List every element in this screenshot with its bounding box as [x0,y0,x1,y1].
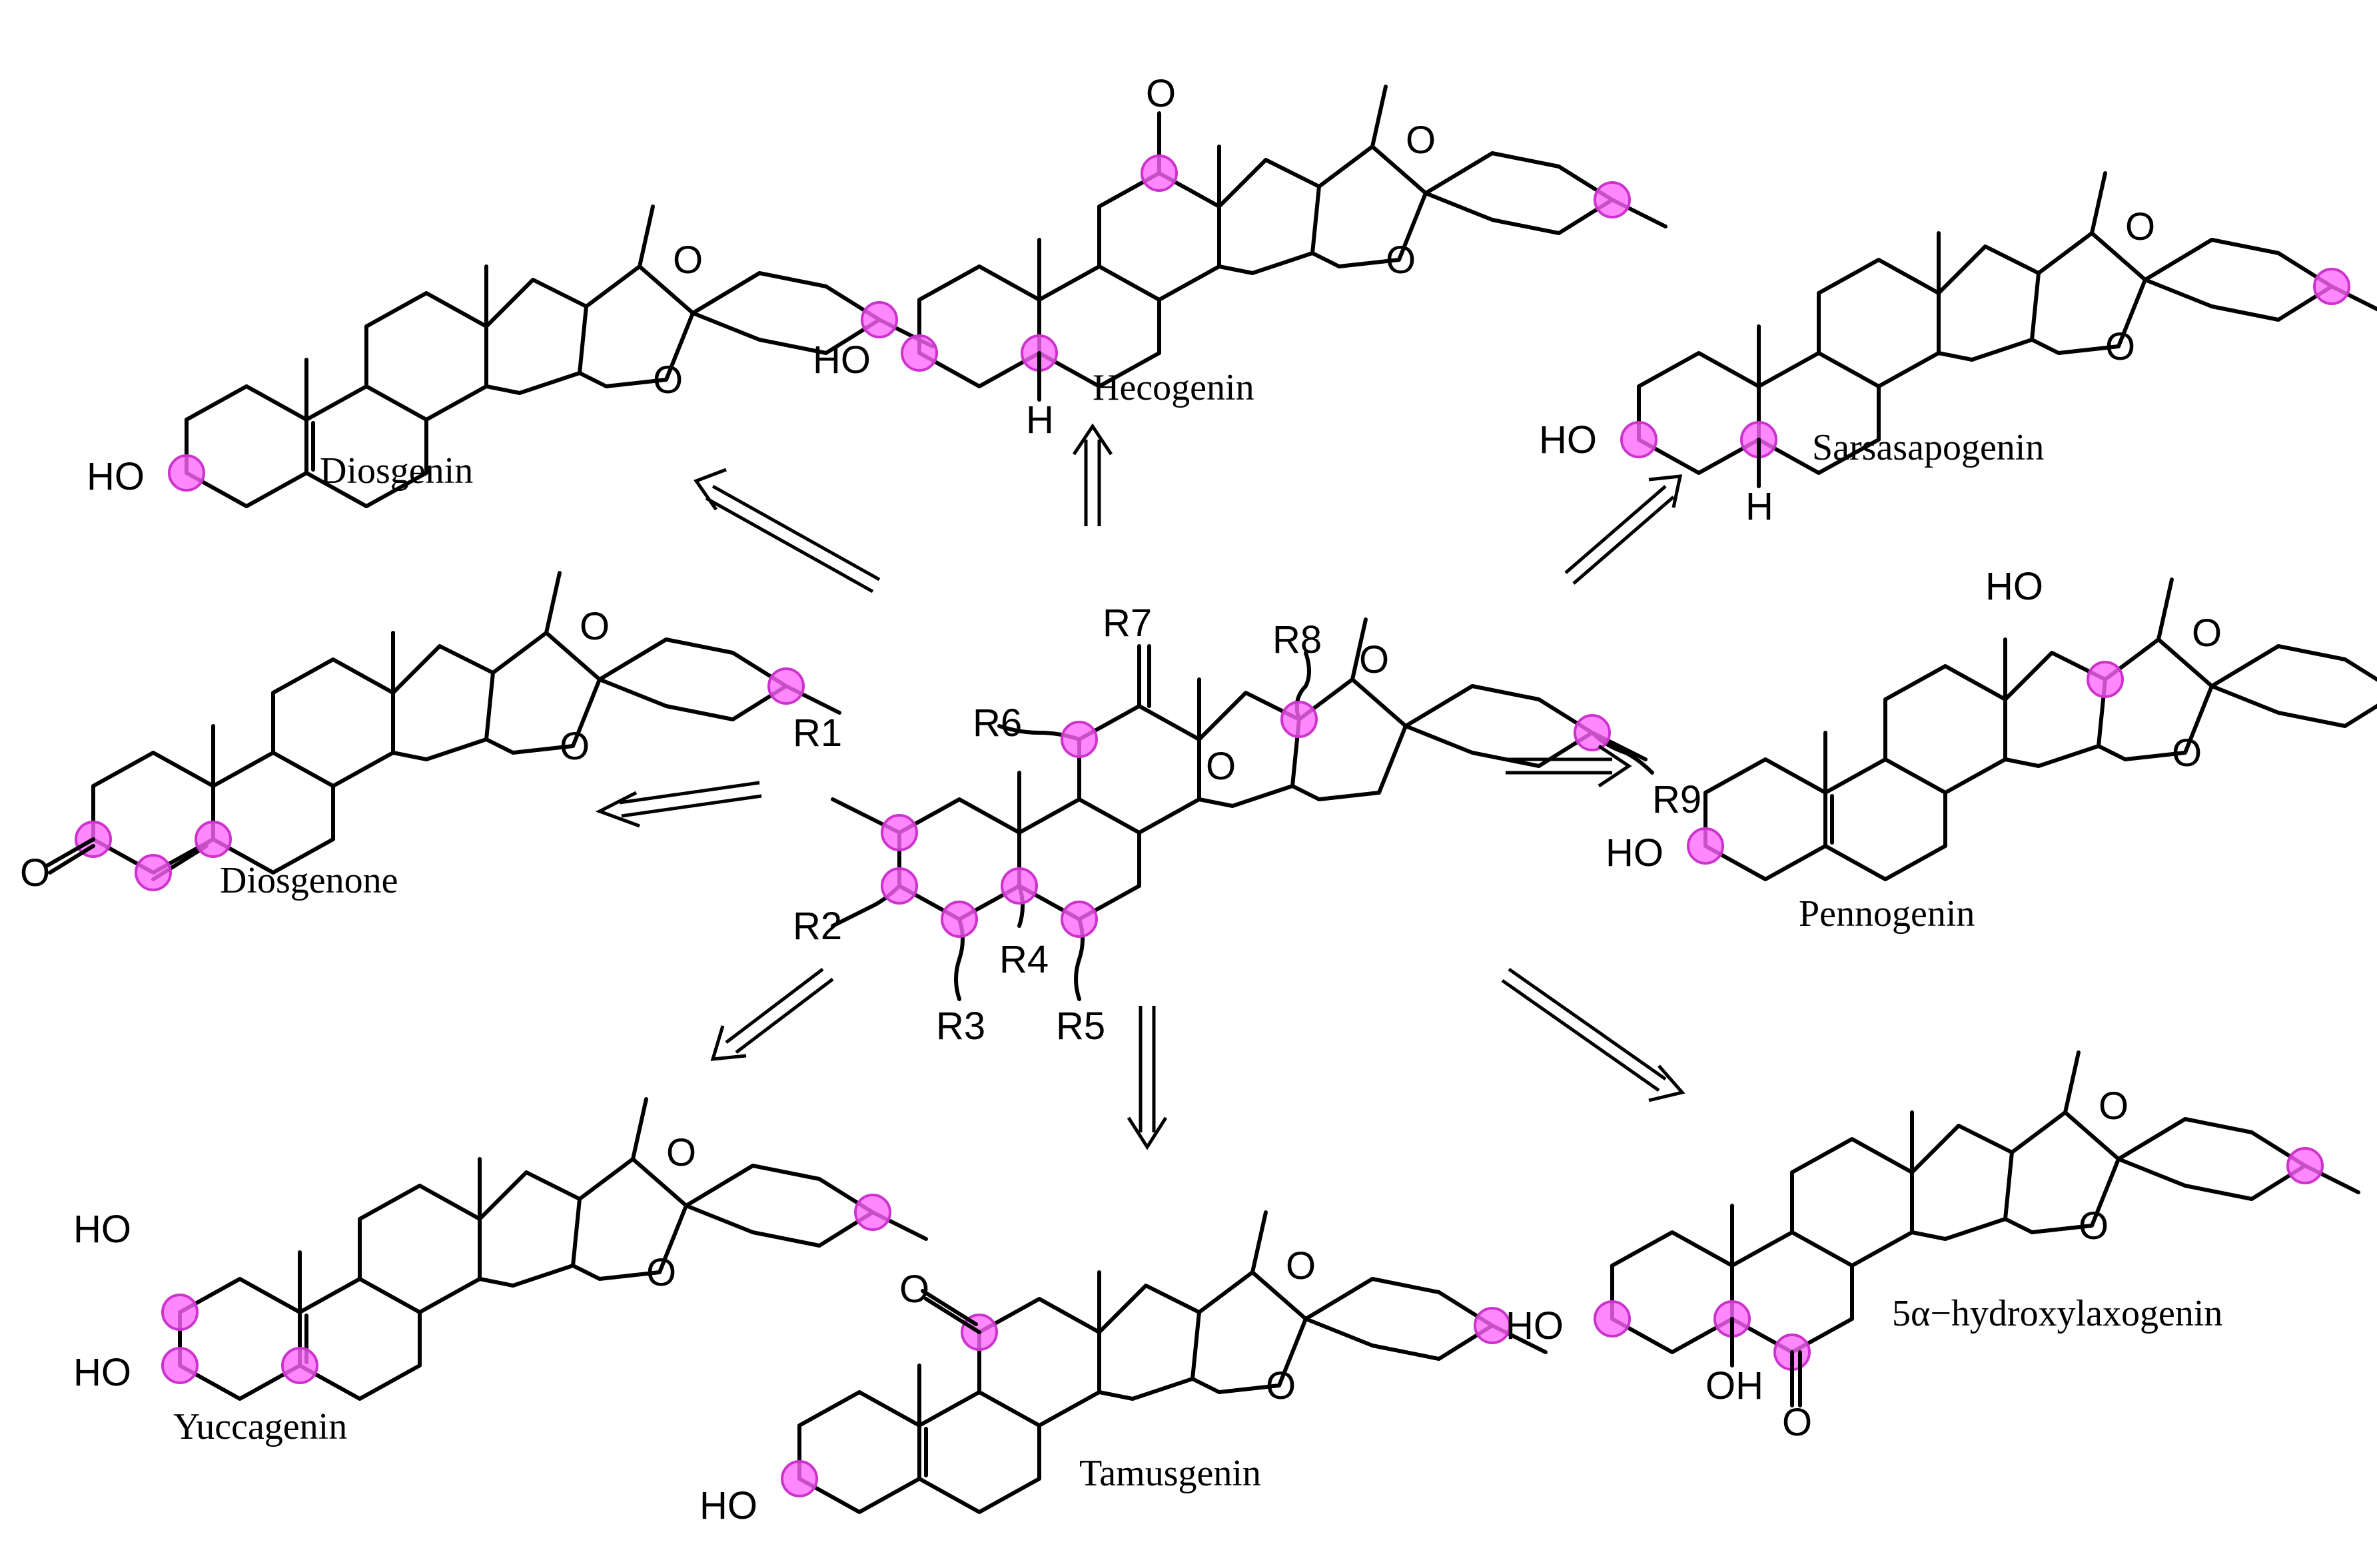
diosgenone-o2-label: O [580,605,610,648]
diosgenin-o1-label: O [653,358,683,402]
sarsasapogenin-o1-label: O [2105,325,2135,368]
compound-5a-hydroxylaxogenin: HO OH O O O 5α−hydroxylaxogenin [1506,1052,2358,1444]
yuccagenin-o1-label: O [646,1251,676,1294]
diosgenin-o2-label: O [673,238,703,282]
tamusgenin-keto-o-label: O [899,1268,929,1311]
tamusgenin-o1-label: O [1266,1364,1296,1407]
hecogenin-h-label: H [1026,398,1054,442]
substituent-r7: R7 [1103,601,1152,645]
compound-diosgenin: HO O O Diosgenin [87,206,933,506]
tamusgenin-name: Tamusgenin [1079,1453,1261,1494]
hydroxylaxogenin-keto-o-label: O [1782,1401,1812,1444]
hecogenin-name: Hecogenin [1093,367,1254,408]
pennogenin-o2-label: O [2192,611,2222,655]
substituent-r1: R1 [793,711,842,755]
substituent-r4: R4 [999,938,1049,981]
pennogenin-ho-label: HO [1606,831,1664,875]
compound-sarsasapogenin: HO H O O Sarsasapogenin [1539,173,2377,528]
arrow-to-diosgenone [595,781,762,828]
arrow-to-pennogenin [1506,744,1632,788]
substituent-r8: R8 [1272,618,1322,661]
yuccagenin-2-ho-label: HO [73,1208,131,1251]
hecogenin-o1-label: O [1386,238,1416,282]
yuccagenin-name: Yuccagenin [173,1406,347,1447]
yuccagenin-o2-label: O [666,1131,696,1174]
arrow-to-hecogenin [1072,423,1113,526]
hydroxylaxogenin-ho-label: HO [1506,1304,1564,1348]
sarsasapogenin-ho-label: HO [1539,418,1597,462]
diosgenone-name: Diosgenone [220,860,398,901]
compound-yuccagenin: HO HO O O Yuccagenin [73,1099,926,1447]
substituent-r9: R9 [1652,778,1701,821]
substituent-r2: R2 [793,905,842,948]
hecogenin-keto-o-label: O [1146,72,1176,115]
tamusgenin-o2-label: O [1286,1244,1316,1288]
generic-core-structure: O O R1 R2 R3 R4 R5 R6 R7 R8 R9 [793,601,1701,1048]
diosgenone-keto-o-label: O [20,851,50,895]
hydroxylaxogenin-name: 5α−hydroxylaxogenin [1892,1293,2222,1334]
pennogenin-17-oh-label: HO [1985,565,2043,608]
arrow-to-hydroxylaxogenin [1501,967,1685,1102]
compound-diosgenone: O O O Diosgenone [20,573,839,901]
substituent-r6: R6 [973,701,1022,745]
sarsasapogenin-o2-label: O [2125,205,2155,248]
arrow-to-tamusgenin [1127,1006,1168,1150]
arrow-to-yuccagenin [710,968,834,1061]
arrow-to-diosgenin [694,468,881,593]
hydroxylaxogenin-o2-label: O [2099,1084,2129,1128]
hydroxylaxogenin-o1-label: O [2079,1204,2109,1248]
hydroxylaxogenin-5-oh-label: OH [1705,1364,1763,1407]
substituent-r3: R3 [936,1004,985,1048]
pennogenin-name: Pennogenin [1799,893,1975,935]
compound-hecogenin: HO H O O O Hecogenin [813,72,1665,442]
yuccagenin-3-ho-label: HO [73,1351,131,1394]
center-atom-o2: O [1359,638,1389,681]
sarsasapogenin-h-label: H [1745,485,1773,528]
compound-pennogenin: HO HO O O Pennogenin [1606,565,2377,935]
substituent-r5: R5 [1056,1004,1105,1048]
arrow-to-sarsasapogenin [1564,474,1683,585]
compound-tamusgenin: HO O O O Tamusgenin [700,1212,1546,1527]
pennogenin-o1-label: O [2172,731,2202,775]
diosgenone-o1-label: O [560,725,590,768]
tamusgenin-ho-label: HO [700,1484,757,1527]
hecogenin-ho-label: HO [813,338,871,382]
diosgenin-name: Diosgenin [320,450,473,492]
center-atom-o1: O [1206,745,1236,788]
sarsasapogenin-name: Sarsasapogenin [1812,427,2044,468]
diosgenin-ho-label: HO [87,455,145,498]
arrows [595,423,1685,1150]
hecogenin-o2-label: O [1406,119,1436,162]
